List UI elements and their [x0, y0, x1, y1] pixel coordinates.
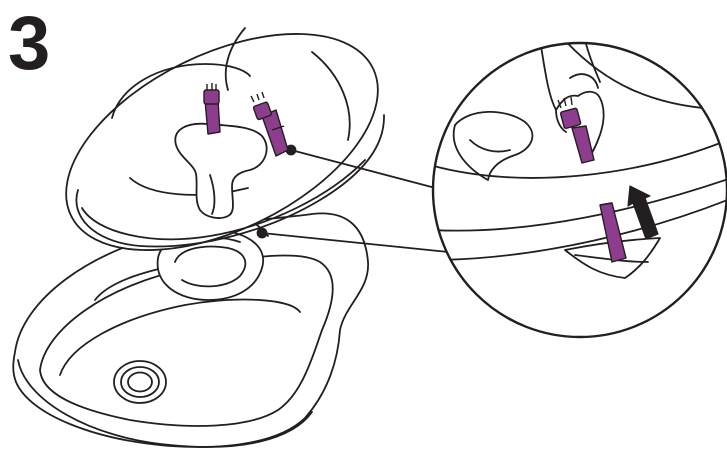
control-knob: [114, 361, 166, 403]
detail-magnifier: [430, 35, 727, 337]
callout-dot-lower: [258, 229, 267, 238]
